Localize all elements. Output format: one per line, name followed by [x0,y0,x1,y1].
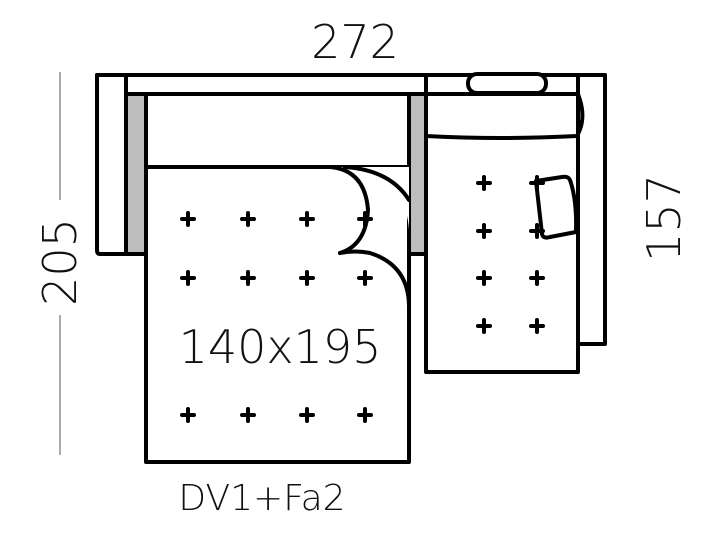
tuft-plus-mark [180,270,196,286]
width-dimension-label: 272 [311,15,399,69]
chaise-depth-dimension-label: 157 [637,174,691,262]
headrest-pillow [466,72,548,95]
tuft-plus-mark [240,211,256,227]
middle-armrest-side [410,96,426,253]
tuft-plus-mark [180,211,196,227]
model-code-label: DV1+Fa2 [178,478,345,519]
tuft-plus-mark [240,407,256,423]
tuft-plus-mark [476,223,492,239]
chaise-backrest [424,92,585,140]
tuft-plus-mark [476,175,492,191]
tuft-plus-mark [357,270,373,286]
tufting-pattern [180,175,545,423]
cushion-pillow [534,174,579,240]
sofa-seat-back [144,92,411,169]
tuft-plus-mark [529,175,545,191]
left-armrest [95,73,128,256]
bed-size-label: 140x195 [179,320,382,374]
tuft-plus-mark [180,407,196,423]
tuft-plus-mark [529,223,545,239]
fold-lower-curve [338,249,411,307]
tuft-plus-mark [299,270,315,286]
tuft-plus-mark [476,270,492,286]
depth-dimension-label: 205 [33,218,87,306]
fold-outer-curve [343,165,411,202]
tuft-plus-mark [476,318,492,334]
sleeping-area [144,165,411,464]
tuft-plus-mark [529,318,545,334]
left-armrest-side [127,96,144,253]
tuft-plus-mark [357,211,373,227]
tuft-plus-mark [240,270,256,286]
tuft-plus-mark [529,270,545,286]
tuft-plus-mark [299,211,315,227]
tuft-plus-mark [357,407,373,423]
tuft-plus-mark [299,407,315,423]
fold-upper-curve [328,165,370,255]
